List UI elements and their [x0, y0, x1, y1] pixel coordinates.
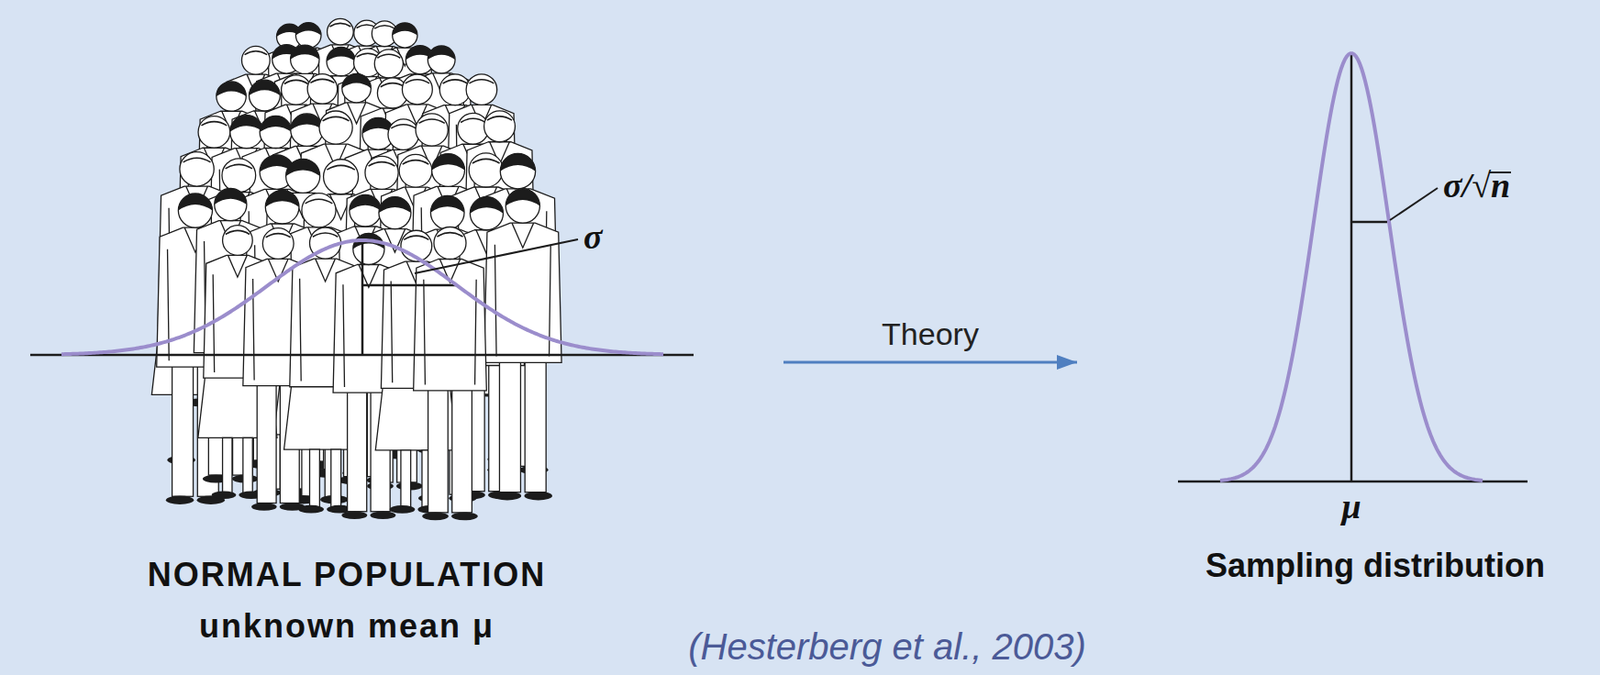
mean-label: μ — [1341, 488, 1361, 527]
node-title: NORMAL POPULATION — [147, 555, 547, 594]
normal-curve — [61, 240, 664, 355]
theory-arrow — [783, 361, 1078, 365]
population-group: NORMAL POPULATION unknown mean μ — [9, 7, 780, 650]
caption: (Hesterberg et al., 2003) — [688, 625, 1087, 668]
sigma-segment — [1351, 221, 1388, 224]
node-subtitle: unknown mean μ — [199, 607, 495, 645]
person-figure — [484, 188, 563, 500]
sampling-group: Sampling distribution — [1082, 7, 1589, 595]
node-title: Sampling distribution — [1205, 546, 1545, 585]
mean-line — [361, 240, 365, 356]
distribution-plots — [30, 53, 1528, 482]
leader-line — [414, 239, 578, 274]
leader-line — [1389, 188, 1438, 221]
sigma-segment — [362, 284, 457, 288]
mean-line — [1350, 53, 1354, 482]
normal-curve — [1220, 53, 1483, 481]
sigma-label: σ — [583, 218, 602, 257]
standard-error-label: σ/√n — [1443, 166, 1511, 206]
crowd-illustration — [151, 18, 562, 521]
edge-label: Theory — [881, 316, 979, 353]
